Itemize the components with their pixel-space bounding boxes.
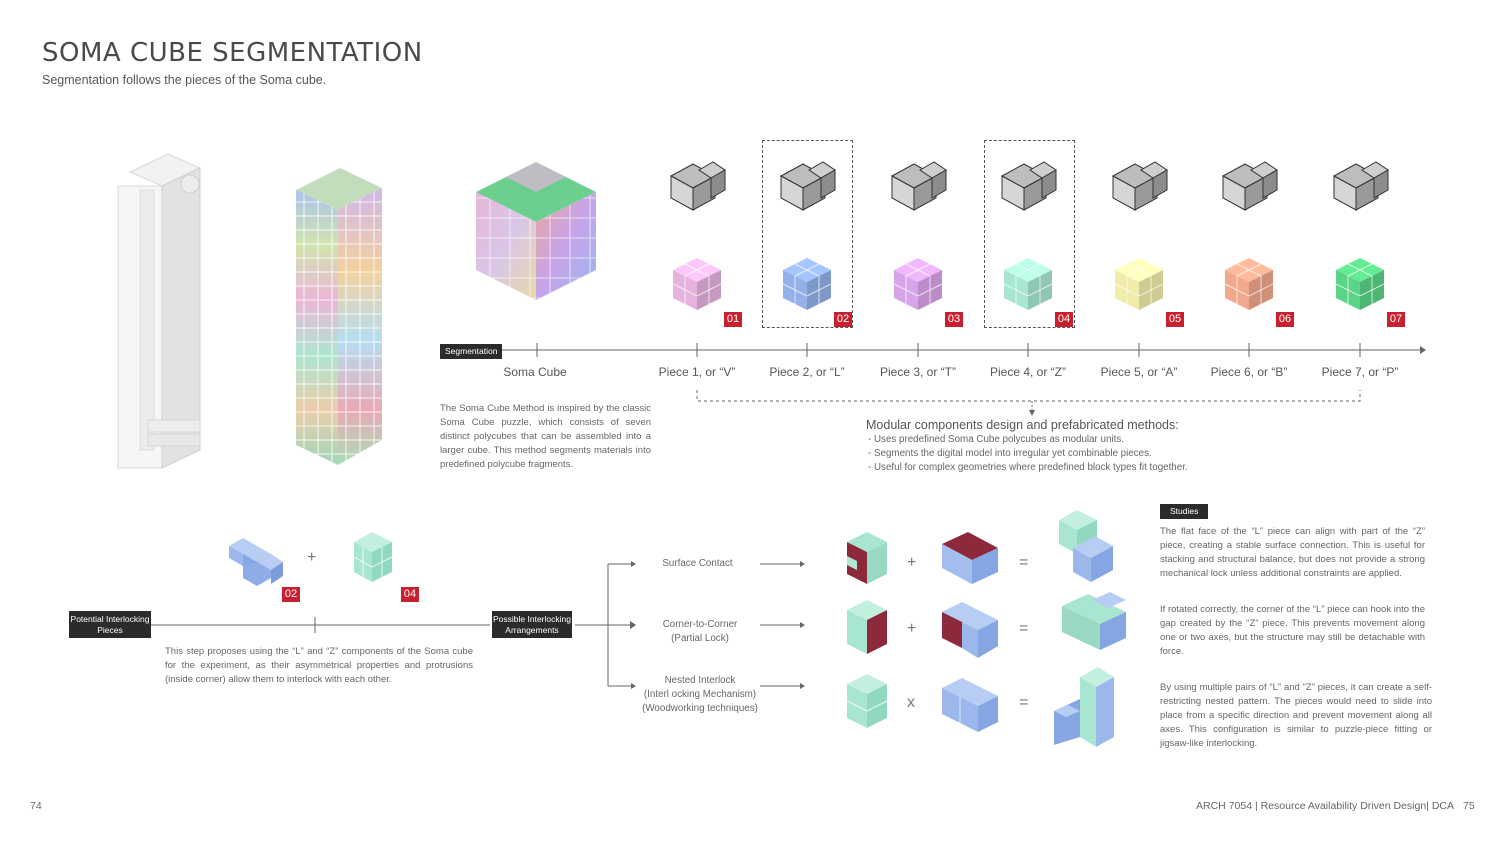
combo2-result [1062,592,1126,650]
pieces-bracket [696,390,1361,416]
selection-box-piece-2 [762,140,853,328]
l-piece-illustration [229,538,283,586]
combo3-equals: = [1019,694,1029,711]
arrangement-2-line1: Corner-to-Corner [662,619,738,630]
arrangements-tag-line2: Arrangements [505,624,559,635]
arrangement-1-line1: Surface Contact [662,558,733,569]
page-subtitle: Segmentation follows the pieces of the S… [42,73,327,87]
potential-interlocking-tag: Potential Interlocking Pieces [69,611,151,639]
piece-4-model [1000,161,1057,211]
combo3-l-piece [942,678,998,732]
study-paragraph-2: If rotated correctly, the corner of the … [1160,604,1425,657]
combo2-l-piece [942,602,998,658]
page-number-right: 75 [1463,800,1475,812]
piece-label-5: Piece 5, or “A” [1100,365,1178,379]
arrangement-3-line1: Nested Interlock [664,675,736,686]
combo-arrows [760,561,805,689]
interlock-description: This step proposes using the “L” and “Z”… [165,646,473,685]
studies-tag: Studies [1160,504,1209,519]
piece-label-6: Piece 6, or “B” [1210,365,1288,379]
piece-7-cube [1335,258,1385,310]
combo2-equals: = [1019,620,1029,637]
soma-cube-label: Soma Cube [503,365,567,379]
piece-4-cube [1003,258,1053,310]
combo2-z-piece [847,600,887,654]
piece-label-1: Piece 1, or “V” [658,365,736,379]
modular-bullet-1: - Uses predefined Soma Cube polycubes as… [868,434,1124,445]
combo2-op: + [907,620,917,637]
piece-badge-5: 05 [1166,312,1184,327]
modular-heading: Modular components design and prefabrica… [866,418,1179,432]
z-piece-illustration [353,532,393,582]
piece-label-2: Piece 2, or “L” [769,365,845,379]
piece-label-7: Piece 7, or “P” [1321,365,1399,379]
plus-sign: + [307,549,317,566]
piece-label-3: Piece 3, or “T” [879,365,957,379]
piece-2-model [779,161,836,211]
branch-connector [607,561,636,689]
piece-3-cube [893,258,943,310]
segmentation-tag: Segmentation [440,344,503,359]
arrangement-2-line2: (Partial Lock) [671,633,729,644]
combo1-op: + [907,554,917,571]
badge-02-small: 02 [282,587,300,602]
piece-6-cube [1224,258,1274,310]
combo3-result [1054,667,1114,747]
modular-bullet-3: - Useful for complex geometries where pr… [868,462,1188,473]
arrangement-label-2: Corner-to-Corner (Partial Lock) [640,618,760,646]
modular-bullet-2: - Segments the digital model into irregu… [868,448,1152,459]
arrangement-label-1: Surface Contact [640,557,755,571]
arrangement-label-3: Nested Interlock (Interl ocking Mechanis… [636,674,764,716]
arrangement-3-line3: (Woodworking techniques) [642,703,758,714]
footer-separator: | [1254,800,1258,812]
study-paragraph-1: The flat face of the “L” piece can align… [1160,526,1425,579]
piece-5-cube [1114,258,1164,310]
piece-badge-3: 03 [945,312,963,327]
piece-5-model [1111,161,1168,211]
combo1-z-piece [847,532,887,584]
combo1-result [1059,510,1113,582]
piece-badge-1: 01 [724,312,742,327]
potential-tag-line2: Pieces [97,624,123,635]
footer-org: DCA [1431,800,1454,812]
column-segmented-illustration [296,168,382,465]
page-number-left: 74 [30,800,42,812]
page-title: SOMA CUBE SEGMENTATION [42,38,423,68]
footer-course: ARCH 7054 [1196,800,1253,812]
footer-subject: Resource Availability Driven Design [1260,800,1427,812]
badge-04-small: 04 [401,587,419,602]
combo3-op: x [907,694,915,711]
soma-cube-illustration [476,162,596,300]
piece-badge-2: 02 [834,312,852,327]
piece-3-model [890,161,947,211]
combo1-equals: = [1019,554,1029,571]
combo1-l-piece [942,532,998,584]
combo3-z-piece [846,674,888,728]
timeline-axis [440,343,1426,357]
footer-course-info: ARCH 7054 | Resource Availability Driven… [1196,800,1454,812]
piece-badge-6: 06 [1276,312,1294,327]
piece-1-cube [672,258,722,310]
piece-label-4: Piece 4, or “Z” [989,365,1067,379]
study-paragraph-3: By using multiple pairs of “L” and “Z” p… [1160,682,1432,749]
selection-box-piece-4 [984,140,1075,328]
potential-tag-line1: Potential Interlocking [70,614,150,624]
piece-badge-4: 04 [1055,312,1073,327]
soma-description: The Soma Cube Method is inspired by the … [440,403,651,470]
piece-7-model [1332,161,1389,211]
arrangements-tag-line1: Possible Interlocking [493,614,571,624]
footer-separator: | [1426,800,1429,812]
arrangement-3-line2: (Interl ocking Mechanism) [643,689,757,700]
piece-badge-7: 07 [1387,312,1405,327]
piece-1-model [669,161,726,211]
column-white-illustration [117,153,202,469]
piece-6-model [1221,161,1278,211]
possible-arrangements-tag: Possible Interlocking Arrangements [492,611,572,639]
piece-2-cube [782,258,832,310]
